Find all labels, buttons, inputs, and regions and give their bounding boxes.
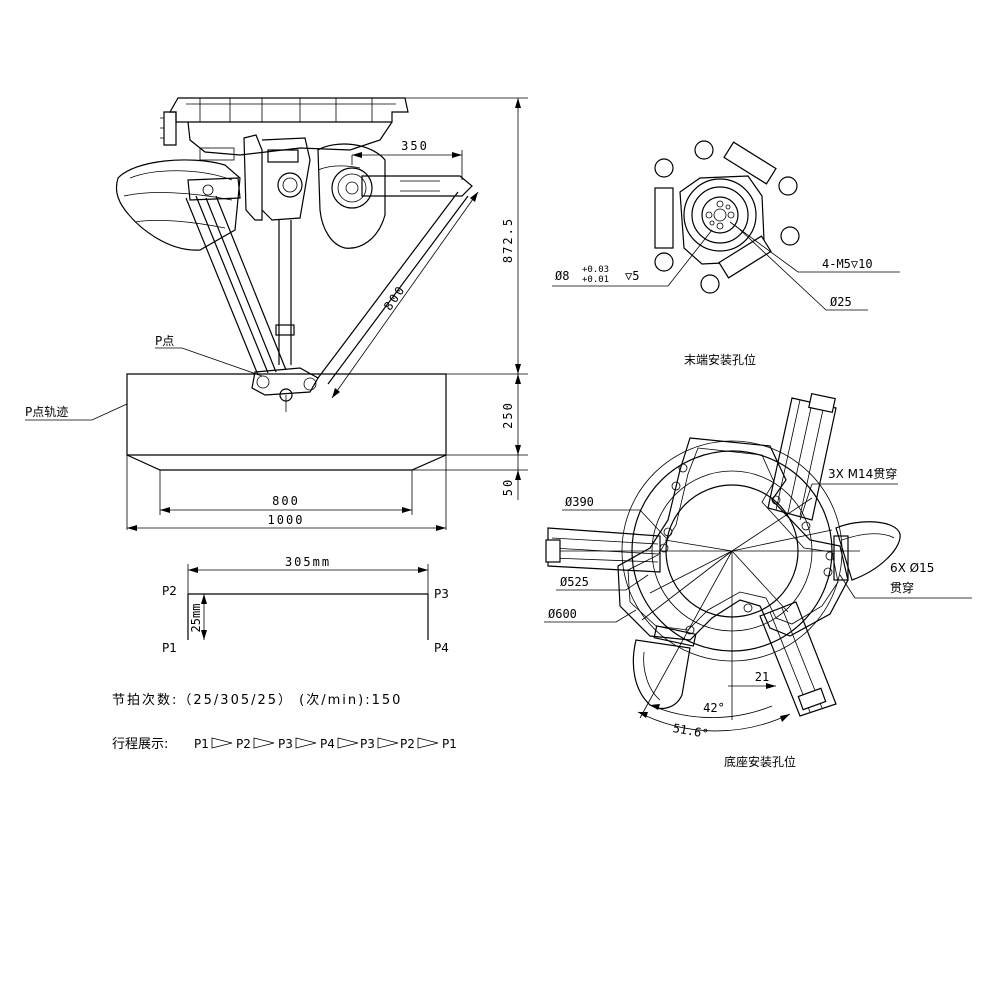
path-point: P4 (320, 737, 335, 751)
path-arrow (253, 737, 275, 749)
path-arrow (417, 737, 439, 749)
dim-50: 50 (501, 478, 515, 496)
dim-d25: Ø25 (830, 295, 852, 309)
cycle-spec: 节拍次数:（25/305/25） (次/min):150 (112, 692, 402, 708)
path-point: P3 (360, 737, 375, 751)
base-view (545, 392, 901, 720)
dim-25: 25mm (189, 604, 203, 633)
base-dimensions: Ø390 Ø525 Ø600 3X M14贯穿 6X Ø15 贯穿 21 42°… (544, 466, 972, 769)
end-effector-view: Ø8 +0.03 +0.01 ▽5 4-M5▽10 Ø25 末端安装孔位 (552, 140, 900, 367)
holes-6x: 6X Ø15 (890, 561, 934, 575)
dim-d525: Ø525 (560, 575, 589, 589)
base-caption: 底座安装孔位 (724, 754, 796, 769)
thread-spec: 4-M5▽10 (822, 257, 873, 271)
dim-305: 305mm (285, 555, 331, 569)
dim-250: 250 (501, 401, 515, 429)
cycle-p2: P2 (162, 584, 177, 598)
path-arrow (337, 737, 359, 749)
label-p-track: P点轨迹 (25, 405, 68, 419)
dim-d600: Ø600 (548, 607, 577, 621)
path-sequence: P1 P2 P3 P4 P3 P2 P1 (194, 737, 457, 751)
dim-800: 800 (272, 494, 300, 508)
base-arm-bottom (759, 601, 837, 717)
path-label: 行程展示: (112, 737, 168, 752)
main-dimensions: 872.5 250 50 350 800 800 1000 P点 (25, 97, 528, 531)
dim-872-5: 872.5 (501, 217, 515, 263)
path-point: P1 (442, 737, 457, 751)
path-arrow (295, 737, 317, 749)
path-arrow (211, 737, 233, 749)
label-p-point: P点 (155, 334, 174, 348)
base-arm-top (767, 392, 837, 521)
tol-upper: +0.03 (582, 265, 609, 275)
cycle-p3: P3 (434, 587, 449, 601)
dim-d390: Ø390 (565, 495, 594, 509)
holes-3x: 3X M14贯穿 (828, 466, 897, 481)
angle-51-6: 51.6° (672, 721, 710, 741)
joint-top (694, 140, 798, 196)
dim-1000: 1000 (268, 513, 305, 527)
path-point: P2 (400, 737, 415, 751)
dim-800-arm: 800 (381, 282, 408, 313)
depth-5: ▽5 (625, 269, 639, 283)
tol-lower: +0.01 (582, 275, 609, 285)
angle-42: 42° (703, 701, 725, 715)
base-arm-left (545, 527, 661, 573)
cycle-p1: P1 (162, 641, 177, 655)
path-point: P2 (236, 737, 251, 751)
holes-6x-through: 贯穿 (890, 580, 914, 595)
dim-21: 21 (755, 670, 769, 684)
dim-hole-main: Ø8 (555, 269, 569, 283)
path-point: P3 (278, 737, 293, 751)
specs-block: 节拍次数:（25/305/25） (次/min):150 行程展示: P1 P2… (112, 692, 457, 752)
cycle-diagram: 305mm 25mm P2 P1 P3 P4 (162, 555, 449, 655)
end-effector-caption: 末端安装孔位 (684, 352, 756, 367)
joint-left (654, 158, 674, 272)
cycle-p4: P4 (434, 641, 449, 655)
dim-350: 350 (401, 139, 429, 153)
robot-side-view (115, 97, 473, 412)
path-point: P1 (194, 737, 209, 751)
path-arrow (377, 737, 399, 749)
